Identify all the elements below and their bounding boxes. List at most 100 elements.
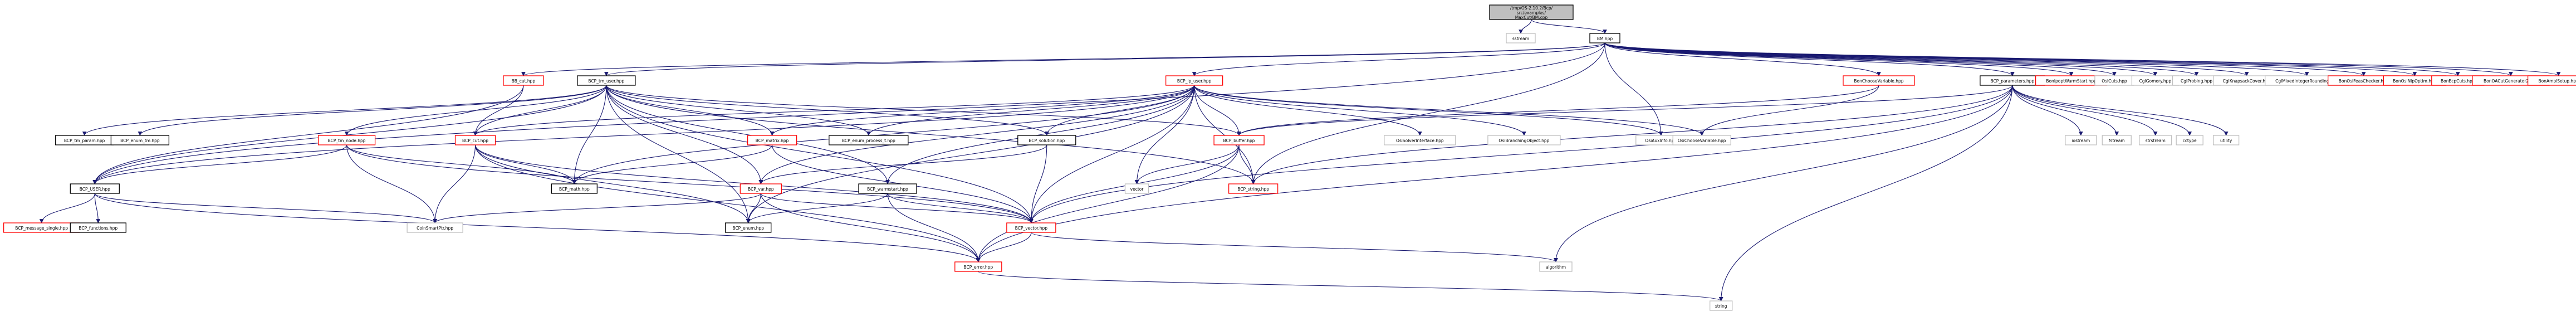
- edge-lpuser-to-solution: [1044, 85, 1195, 136]
- edge-tmuser-to-buffer: [606, 85, 1241, 136]
- node-tmuser[interactable]: BCP_tm_user.hpp: [577, 75, 636, 86]
- node-box: [1487, 135, 1561, 145]
- edge-lpuser-to-string_bcp: [1194, 85, 1256, 184]
- edge-params-to-utility: [2012, 85, 2229, 136]
- edge-warm-to-enum: [746, 193, 888, 223]
- node-box: [1672, 135, 1731, 145]
- node-label: strstream: [2146, 138, 2166, 143]
- node-label: /tmp/OS-2.10.2/Bcp/src/examples/MaxCut/B…: [1510, 6, 1553, 20]
- node-tmnode[interactable]: BCP_tm_node.hpp: [317, 135, 376, 145]
- node-label: OsiCuts.hpp: [2102, 79, 2127, 84]
- node-label: BCP_enum.hpp: [732, 226, 764, 231]
- node-label: BCP_parameters.hpp: [1991, 79, 2035, 84]
- node-label: BCP_tm_param.hpp: [64, 138, 105, 143]
- edge-bchoose-to-osichoose: [1700, 85, 1879, 136]
- edge-lpuser-to-vector: [1134, 85, 1195, 184]
- edge-bm-to-bampl: [1604, 42, 2561, 76]
- node-bampl[interactable]: BonAmplSetup.hpp: [2527, 75, 2576, 86]
- edge-bm-to-bosifeas: [1604, 42, 2366, 76]
- edge-bchoose-to-buffer: [1237, 85, 1879, 136]
- node-bchoose[interactable]: BonChooseVariable.hpp: [1843, 75, 1915, 86]
- node-msg[interactable]: BCP_message_single.hpp: [3, 222, 80, 233]
- node-label: BCP_message_single.hpp: [15, 226, 68, 231]
- node-root[interactable]: /tmp/OS-2.10.2/Bcp/src/examples/MaxCut/B…: [1489, 4, 1574, 20]
- node-string_bcp[interactable]: BCP_string.hpp: [1228, 183, 1279, 194]
- node-osisolver: OsiSolverInterface.hpp: [1384, 135, 1456, 145]
- edge-tmuser-to-tmparam: [82, 85, 607, 136]
- node-label: BCP_tm_user.hpp: [588, 79, 624, 84]
- edge-lpuser-to-osichoose: [1194, 85, 1704, 136]
- node-osichoose: OsiChooseVariable.hpp: [1672, 135, 1731, 145]
- node-tmparam[interactable]: BCP_tm_param.hpp: [55, 135, 114, 145]
- edge-bbcut-to-user: [92, 85, 524, 184]
- node-cglgom: CglGomory.hpp: [2131, 75, 2180, 86]
- edge-tmuser-to-warm: [606, 85, 890, 184]
- edge-tmuser-to-math: [572, 85, 607, 184]
- edge-bm-to-becp: [1604, 42, 2460, 76]
- node-error[interactable]: BCP_error.hpp: [954, 261, 1002, 272]
- node-box: [1165, 75, 1223, 86]
- node-box: [2176, 135, 2203, 145]
- node-label: CglProbing.hpp: [2181, 79, 2212, 84]
- dependency-nodes: /tmp/OS-2.10.2/Bcp/src/examples/MaxCut/B…: [3, 4, 2576, 311]
- edge-params-to-error: [976, 85, 2013, 262]
- edge-params-to-bvector: [1029, 85, 2013, 223]
- node-user[interactable]: BCP_USER.hpp: [70, 183, 120, 194]
- node-bbcut[interactable]: BB_cut.hpp: [503, 75, 544, 86]
- node-label: OsiSolverInterface.hpp: [1396, 138, 1444, 143]
- edge-buffer-to-string_bcp: [1238, 144, 1256, 184]
- node-solution[interactable]: BCP_solution.hpp: [1017, 135, 1076, 145]
- edge-user-to-coinsp: [94, 193, 437, 223]
- edge-buffer-to-error: [976, 144, 1240, 262]
- node-label: BonOsiFeasChecker.hpp: [2339, 79, 2389, 84]
- node-box: [1589, 33, 1620, 43]
- node-label: BCP_solution.hpp: [1029, 138, 1065, 143]
- node-algorithm: algorithm: [1539, 261, 1573, 272]
- node-box: [577, 75, 636, 86]
- node-var[interactable]: BCP_var.hpp: [740, 183, 782, 194]
- node-buffer[interactable]: BCP_buffer.hpp: [1213, 135, 1265, 145]
- node-label: string: [1715, 304, 1727, 309]
- node-box: [2139, 135, 2172, 145]
- node-label: BCP_enum_tm.hpp: [120, 138, 160, 143]
- node-warm[interactable]: BCP_warmstart.hpp: [858, 183, 917, 194]
- edge-lpuser-to-osiaux: [1194, 85, 1663, 136]
- node-math[interactable]: BCP_math.hpp: [551, 183, 598, 194]
- edge-bm-to-bbcut: [521, 42, 1605, 76]
- node-label: BCP_cut.hpp: [462, 138, 488, 143]
- node-box: [2527, 75, 2576, 86]
- node-box: [1489, 4, 1574, 20]
- edge-lpuser-to-cut: [473, 85, 1195, 136]
- node-strstream: strstream: [2139, 135, 2172, 145]
- node-box: [1124, 183, 1149, 194]
- node-bvector[interactable]: BCP_vector.hpp: [1006, 222, 1056, 233]
- node-func[interactable]: BCP_functions.hpp: [70, 222, 126, 233]
- edge-bm-to-cglknap: [1604, 42, 2249, 76]
- edge-user-to-func: [94, 193, 101, 223]
- edge-user-to-error: [94, 193, 981, 262]
- node-lpuser[interactable]: BCP_lp_user.hpp: [1165, 75, 1223, 86]
- node-enumtm[interactable]: BCP_enum_tm.hpp: [110, 135, 170, 145]
- node-enumps[interactable]: BCP_enum_process_t.hpp: [829, 135, 909, 145]
- node-enum[interactable]: BCP_enum.hpp: [725, 222, 772, 233]
- node-params[interactable]: BCP_parameters.hpp: [1980, 75, 2045, 86]
- node-box: [858, 183, 917, 194]
- node-label: BCP_vector.hpp: [1015, 226, 1048, 231]
- node-label: BCP_enum_process_t.hpp: [842, 138, 895, 143]
- edge-params-to-iostream: [2012, 85, 2083, 136]
- node-label: OsiChooseVariable.hpp: [1678, 138, 1726, 143]
- node-label: BCP_functions.hpp: [79, 226, 117, 231]
- node-box: [1539, 261, 1573, 272]
- node-box: [317, 135, 376, 145]
- node-matrix[interactable]: BCP_matrix.hpp: [747, 135, 797, 145]
- node-cut[interactable]: BCP_cut.hpp: [454, 135, 496, 145]
- node-box: [1710, 300, 1733, 311]
- edge-cut-to-coinsp: [433, 144, 476, 223]
- node-bosifeas[interactable]: BonOsiFeasChecker.hpp: [2328, 75, 2400, 86]
- edge-tmuser-to-enumps: [606, 85, 871, 136]
- node-box: [503, 75, 544, 86]
- edge-bm-to-cglmix: [1604, 42, 2309, 76]
- node-bm[interactable]: BM.hpp: [1589, 33, 1620, 43]
- node-label: algorithm: [1546, 265, 1566, 270]
